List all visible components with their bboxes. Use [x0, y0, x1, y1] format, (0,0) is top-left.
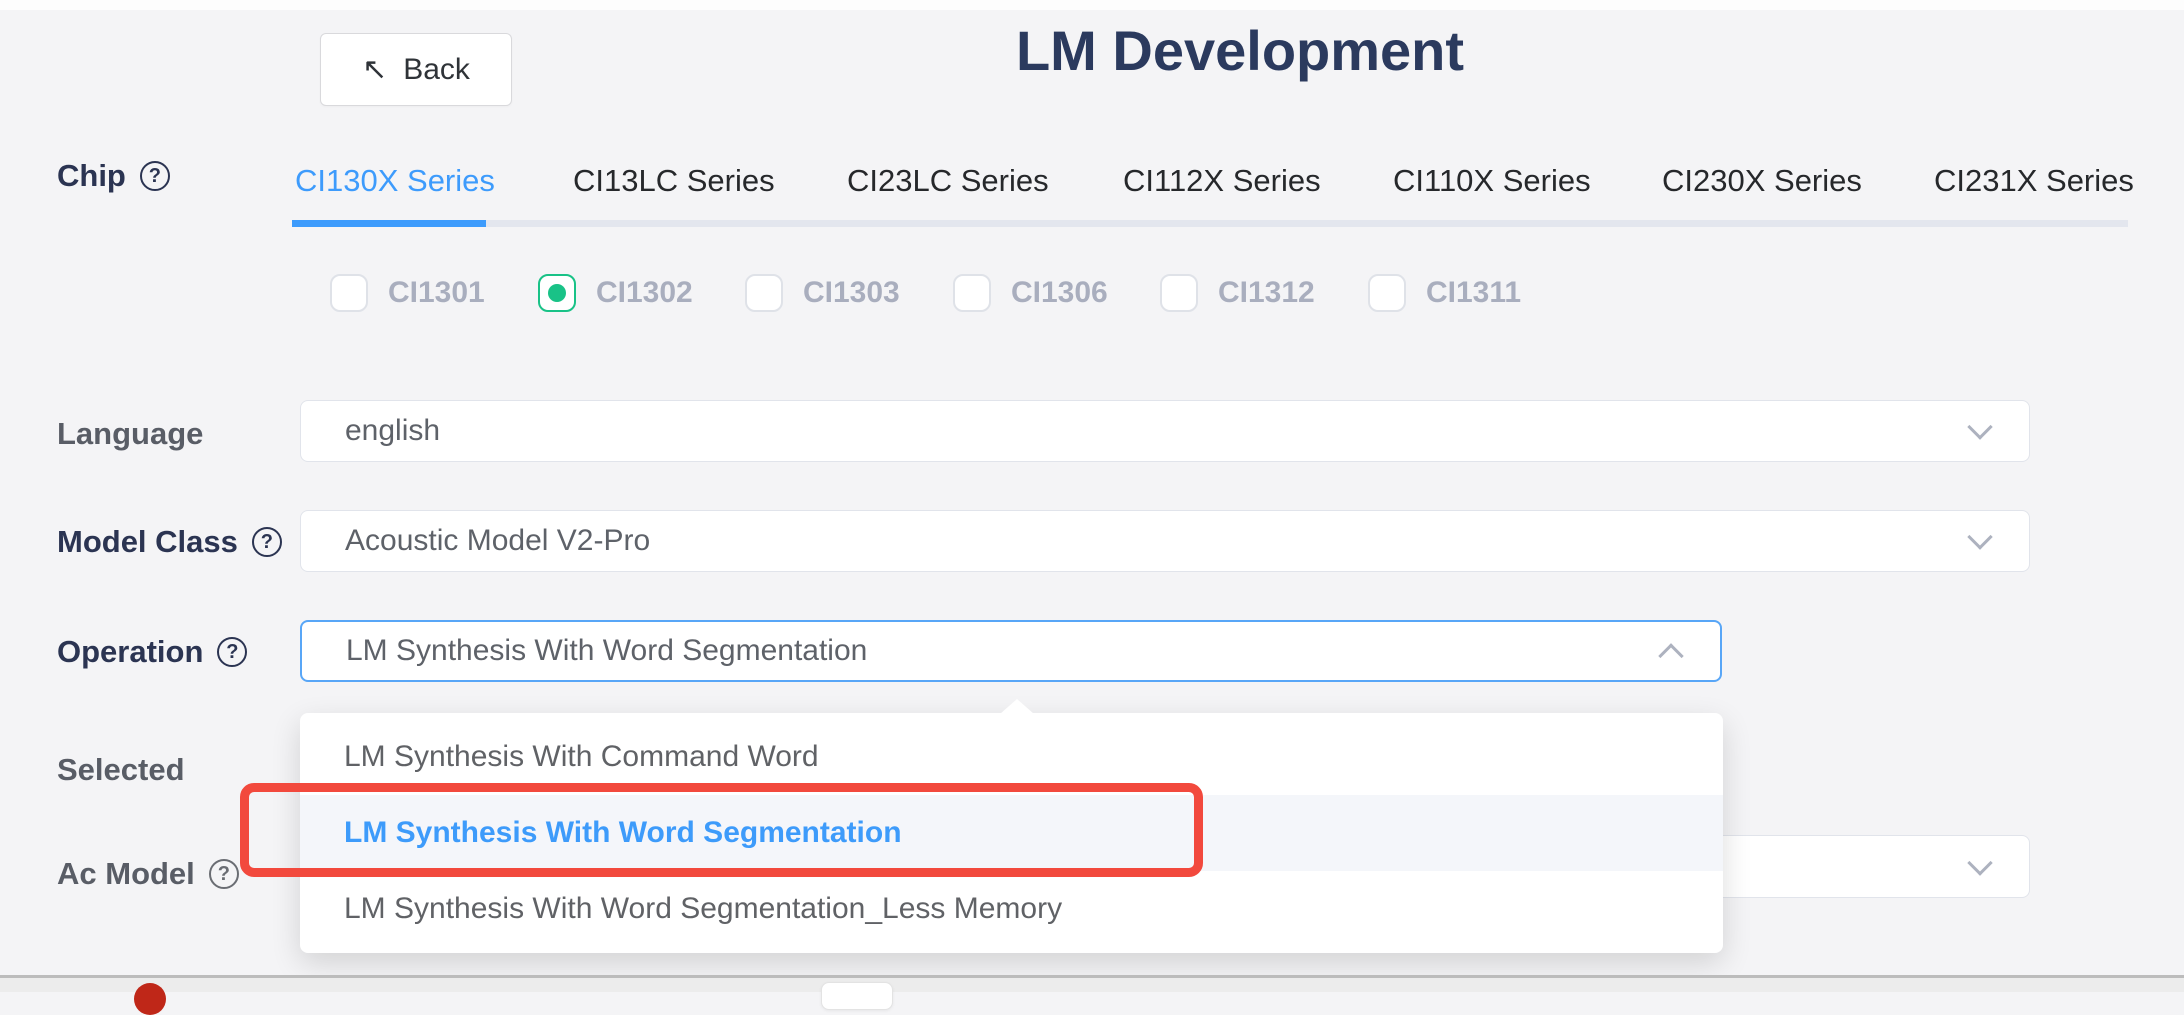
tab-ci13lc-series[interactable]: CI13LC Series: [573, 163, 775, 198]
tab-ci130x-series[interactable]: CI130X Series: [295, 163, 495, 198]
chevron-down-icon: [1967, 511, 1993, 571]
back-arrow-icon: ↖: [362, 52, 388, 86]
dropdown-caret: [1000, 699, 1034, 714]
dropdown-option-command-word[interactable]: LM Synthesis With Command Word: [344, 740, 819, 773]
ac-model-help-icon[interactable]: ?: [208, 859, 239, 889]
tab-ci231x-series[interactable]: CI231X Series: [1934, 163, 2134, 198]
ac-model-label-row: Ac Model ?: [57, 856, 239, 892]
checkbox-ci1311[interactable]: CI1311: [1368, 272, 1521, 314]
chevron-down-icon: [1967, 401, 1993, 461]
operation-dropdown-panel: LM Synthesis With Command Word LM Synthe…: [300, 713, 1723, 953]
model-class-select-value: Acoustic Model V2-Pro: [345, 524, 651, 557]
checkbox-box-icon[interactable]: [953, 274, 991, 312]
checkbox-ci1303[interactable]: CI1303: [745, 272, 900, 314]
bottom-partial-button[interactable]: [821, 982, 893, 1010]
checkbox-checked-icon[interactable]: [538, 274, 576, 312]
checkbox-label: CI1312: [1218, 276, 1315, 309]
annotation-red-rectangle: [240, 783, 1203, 877]
model-class-help-icon[interactable]: ?: [251, 527, 282, 557]
dropdown-option-word-segmentation-less-memory[interactable]: LM Synthesis With Word Segmentation_Less…: [344, 892, 1063, 925]
checkbox-label: CI1303: [803, 276, 900, 309]
bottom-divider: [0, 975, 2184, 978]
checkbox-ci1312[interactable]: CI1312: [1160, 272, 1315, 314]
checkbox-box-icon[interactable]: [1368, 274, 1406, 312]
operation-help-icon[interactable]: ?: [217, 637, 248, 667]
dropdown-option-word-segmentation[interactable]: LM Synthesis With Word Segmentation: [300, 795, 1723, 871]
checkbox-label: CI1311: [1426, 276, 1522, 309]
checkbox-label: CI1306: [1011, 276, 1108, 309]
chip-label-row: Chip ?: [57, 158, 170, 194]
operation-select[interactable]: LM Synthesis With Word Segmentation: [300, 620, 1722, 682]
language-select[interactable]: english: [300, 400, 2030, 462]
operation-label-row: Operation ?: [57, 634, 248, 670]
model-class-select[interactable]: Acoustic Model V2-Pro: [300, 510, 2030, 572]
language-label: Language: [57, 416, 204, 451]
tabs-underline-track: [292, 220, 2128, 227]
page-title: LM Development: [1015, 19, 1465, 82]
checkbox-box-icon[interactable]: [330, 274, 368, 312]
tabs-active-indicator: [292, 220, 486, 227]
checkbox-label: CI1302: [596, 276, 693, 309]
tab-ci23lc-series[interactable]: CI23LC Series: [847, 163, 1049, 198]
back-button[interactable]: ↖ Back: [320, 33, 512, 106]
selected-label: Selected: [57, 752, 185, 787]
ac-model-label: Ac Model: [57, 856, 195, 891]
chip-help-icon[interactable]: ?: [139, 161, 170, 191]
chevron-down-icon: [1967, 836, 1993, 897]
checkbox-ci1302[interactable]: CI1302: [538, 272, 693, 314]
error-badge-icon: [134, 983, 166, 1015]
checkbox-box-icon[interactable]: [1160, 274, 1198, 312]
checkbox-box-icon[interactable]: [745, 274, 783, 312]
chevron-up-icon: [1658, 622, 1684, 680]
tab-ci230x-series[interactable]: CI230X Series: [1662, 163, 1862, 198]
back-button-label: Back: [403, 52, 470, 86]
model-class-label: Model Class: [57, 524, 238, 559]
bottom-area: [0, 978, 2184, 992]
top-strip: [0, 0, 2184, 10]
chip-label: Chip: [57, 158, 126, 193]
language-select-value: english: [345, 414, 441, 447]
checkbox-label: CI1301: [388, 276, 485, 309]
tab-ci112x-series[interactable]: CI112X Series: [1123, 163, 1321, 198]
checkbox-ci1306[interactable]: CI1306: [953, 272, 1108, 314]
operation-label: Operation: [57, 634, 204, 669]
operation-select-value: LM Synthesis With Word Segmentation: [346, 634, 868, 667]
checkbox-ci1301[interactable]: CI1301: [330, 272, 485, 314]
checkbox-dot: [548, 284, 566, 302]
tab-ci110x-series[interactable]: CI110X Series: [1393, 163, 1591, 198]
model-class-label-row: Model Class ?: [57, 524, 282, 560]
